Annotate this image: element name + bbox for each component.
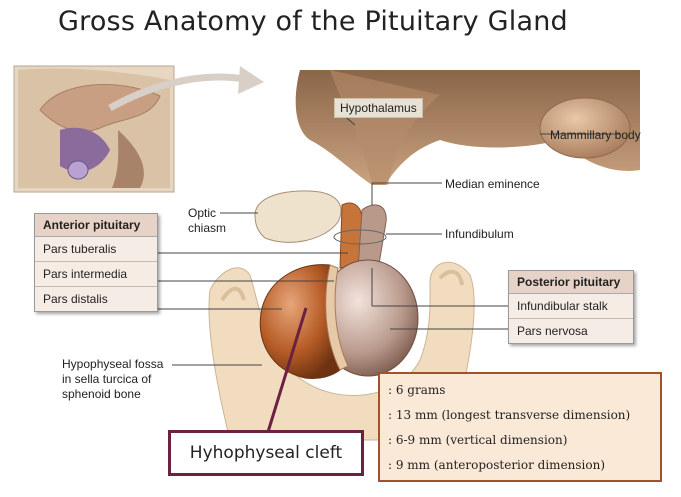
cleft-pointer (266, 307, 308, 433)
pars-nervosa-label: Pars nervosa (517, 324, 588, 338)
leader-lines (156, 107, 620, 366)
hypophyseal-fossa-label-line3: sphenoid bone (62, 387, 141, 401)
pars-intermedia-label: Pars intermedia (35, 262, 157, 287)
anterior-pituitary-box: Anterior pituitary Pars tuberalis Pars i… (34, 213, 158, 312)
infundibular-stalk-label: Infundibular stalk (509, 294, 633, 319)
posterior-pituitary-box: Posterior pituitary Infundibular stalk P… (508, 270, 634, 344)
hypothalamus-label: Hypothalamus (334, 98, 423, 118)
optic-chiasm (254, 190, 342, 243)
size-facts-box: : 6 grams : 13 mm (longest transverse di… (378, 372, 662, 482)
posterior-pituitary-header: Posterior pituitary (509, 271, 633, 294)
pars-intermedia-band (325, 264, 349, 371)
optic-chiasm-label-line2: chiasm (188, 221, 227, 235)
hypophyseal-cleft-label: Hyhophyseal cleft (168, 430, 364, 476)
infundibulum-label: Infundibulum (445, 227, 514, 241)
optic-chiasm-label-line1: Optic (188, 206, 217, 220)
fact-weight: : 6 grams (388, 383, 446, 397)
page-title: Gross Anatomy of the Pituitary Gland (58, 6, 568, 37)
fact-anteroposterior: : 9 mm (anteroposterior dimension) (388, 458, 606, 472)
mammillary-body-label: Mammillary body (550, 128, 641, 142)
pars-tuberalis-label: Pars tuberalis (35, 237, 157, 262)
zoom-arrow (108, 73, 251, 112)
fact-transverse: : 13 mm (longest transverse dimension) (388, 408, 631, 422)
brain-inset (13, 65, 175, 193)
hypophyseal-fossa-label-line2: in sella turcica of (62, 372, 152, 386)
hypophyseal-fossa-label-line1: Hypophyseal fossa (62, 357, 164, 371)
fact-vertical: : 6-9 mm (vertical dimension) (388, 433, 568, 447)
pars-distalis-label: Pars distalis (43, 292, 108, 306)
anterior-pituitary-header: Anterior pituitary (35, 214, 157, 237)
median-eminence-label: Median eminence (445, 177, 540, 191)
